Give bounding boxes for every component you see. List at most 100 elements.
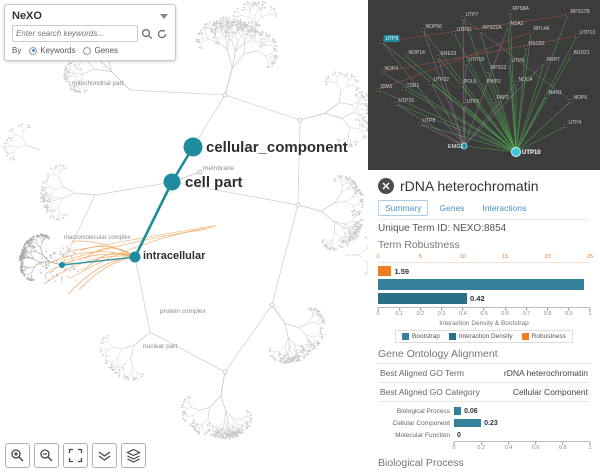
by-label: By <box>12 46 22 55</box>
tree-branches <box>3 0 368 440</box>
app-title: NeXO <box>12 10 42 22</box>
network-node[interactable]: BUD21 <box>569 50 590 58</box>
radio-keywords[interactable]: Keywords <box>29 46 75 55</box>
network-node[interactable]: HSC82 <box>524 41 545 49</box>
network-node[interactable]: DIM1 <box>376 84 393 92</box>
robustness-bar-bootstrap <box>378 279 590 290</box>
radio-genes-label: Genes <box>94 46 119 55</box>
svg-text:UTP5: UTP5 <box>467 99 480 105</box>
network-node[interactable]: RPS13 <box>486 65 507 73</box>
network-node[interactable]: POL5 <box>459 79 477 87</box>
network-node[interactable]: NOP4 <box>380 66 399 74</box>
close-icon[interactable] <box>378 178 394 194</box>
svg-text:UTP9: UTP9 <box>386 36 399 42</box>
network-node[interactable]: NAN1 <box>544 90 563 98</box>
tree-node-label-intracellular[interactable]: intracellular <box>143 250 206 262</box>
tree-node-label-nuclear-part[interactable]: nuclear part <box>143 343 178 350</box>
network-node[interactable]: NOP14 <box>404 50 426 58</box>
network-node[interactable]: NOP6 <box>569 95 588 103</box>
tab-summary[interactable]: Summary <box>378 200 429 216</box>
network-node[interactable]: RPS22A <box>478 25 503 33</box>
svg-text:UTP21: UTP21 <box>457 27 473 33</box>
fit-to-screen-icon <box>68 448 83 463</box>
robustness-bar-interaction-density: 0.42 <box>378 293 590 304</box>
svg-text:RPS22A: RPS22A <box>483 25 503 31</box>
network-node[interactable]: RPS17B <box>566 9 591 17</box>
svg-text:BUD21: BUD21 <box>574 50 590 56</box>
svg-text:HSC82: HSC82 <box>529 41 545 47</box>
network-node[interactable]: RPS8A <box>508 6 530 14</box>
tree-node-label-cell-part[interactable]: cell part <box>185 174 243 191</box>
tab-genes[interactable]: Genes <box>439 203 465 213</box>
zoom-in-button[interactable] <box>5 443 30 468</box>
svg-text:NOP4: NOP4 <box>385 66 399 72</box>
network-node[interactable]: NOC4 <box>514 77 533 85</box>
svg-text:UTP22: UTP22 <box>434 77 450 83</box>
svg-text:NOP6: NOP6 <box>574 95 588 101</box>
svg-text:PAP2: PAP2 <box>497 95 510 101</box>
tree-node-label-mitochondrial-part[interactable]: mitochondrial part <box>72 80 124 87</box>
svg-text:RPS8A: RPS8A <box>513 6 530 12</box>
tab-interactions[interactable]: Interactions <box>482 203 527 213</box>
svg-text:TSR1: TSR1 <box>407 83 420 89</box>
network-node[interactable]: PAP2 <box>492 95 510 103</box>
network-node[interactable]: NSA2 <box>506 21 524 29</box>
network-node[interactable]: KRE33 <box>436 51 457 59</box>
tree-highlight-path <box>59 137 203 268</box>
radio-genes[interactable]: Genes <box>83 46 118 55</box>
tree-node-label-membrane[interactable]: membrane <box>203 165 235 172</box>
network-node[interactable]: NOP56 <box>421 24 443 32</box>
fit-to-screen-button[interactable] <box>63 443 88 468</box>
tree-node-label-macromolecular-complex[interactable]: macromolecular complex <box>64 235 131 241</box>
network-node[interactable]: UTP7 <box>461 12 479 20</box>
network-node[interactable]: RRP7 <box>542 57 561 65</box>
svg-text:KRE33: KRE33 <box>441 51 457 57</box>
svg-text:UTP13: UTP13 <box>580 30 596 36</box>
ontology-tree-panel[interactable]: cellular_component cell part intracellul… <box>0 0 368 473</box>
network-nodes: UTP7 RPS8A RPS17B NOP56 UTP21 RPS22A NSA2RPL4A… <box>376 6 596 157</box>
gene-network-canvas[interactable]: UTP7 RPS8A RPS17B NOP56 UTP21 RPS22A NSA2RPL4A… <box>368 0 600 170</box>
network-node[interactable]: UTP5 <box>462 99 480 107</box>
zoom-out-button[interactable] <box>34 443 59 468</box>
layers-button[interactable] <box>121 443 146 468</box>
details-header: rDNA heterochromatin <box>378 178 590 194</box>
network-node[interactable]: UTP4 <box>564 120 582 128</box>
tree-node-label-protein-complex[interactable]: protein complex <box>160 308 206 315</box>
network-node[interactable]: PWP2 <box>482 79 501 87</box>
search-input[interactable] <box>12 25 138 42</box>
svg-text:NOC4: NOC4 <box>519 77 533 83</box>
collapse-all-button[interactable] <box>92 443 117 468</box>
network-node[interactable]: UTP6 <box>507 58 525 66</box>
svg-text:UTP7: UTP7 <box>466 12 479 18</box>
network-node[interactable]: UTP15 <box>394 98 415 106</box>
tree-node-label-cellular-component[interactable]: cellular_component <box>206 139 348 156</box>
section-go-alignment: Gene Ontology Alignment <box>378 348 498 360</box>
network-node[interactable]: UTP10 <box>511 147 542 157</box>
radio-keywords-circle[interactable] <box>29 46 38 55</box>
network-node[interactable]: TSR1 <box>402 83 420 91</box>
chevron-down-icon[interactable] <box>160 13 168 19</box>
network-node[interactable]: RPL4A <box>529 26 551 34</box>
network-node[interactable]: UTP8 <box>418 118 436 126</box>
svg-text:NSA2: NSA2 <box>511 21 524 27</box>
svg-text:UTP18: UTP18 <box>469 57 485 63</box>
refresh-icon[interactable] <box>156 28 168 40</box>
term-details-panel: rDNA heterochromatin Summary Genes Inter… <box>368 170 600 473</box>
network-node[interactable]: UTP21 <box>452 27 473 35</box>
radio-genes-circle[interactable] <box>83 46 92 55</box>
ontology-tree-canvas[interactable] <box>0 0 368 473</box>
svg-text:RRP7: RRP7 <box>547 57 561 63</box>
search-icon[interactable] <box>141 28 153 40</box>
network-node[interactable]: UTP9 <box>380 35 400 44</box>
network-node[interactable]: EMG1 <box>448 142 468 150</box>
tree-hub-edges <box>61 89 301 373</box>
network-node[interactable]: UTP13 <box>575 30 596 38</box>
network-node[interactable]: UTP18 <box>464 57 485 65</box>
network-node[interactable]: UTP22 <box>429 77 450 85</box>
